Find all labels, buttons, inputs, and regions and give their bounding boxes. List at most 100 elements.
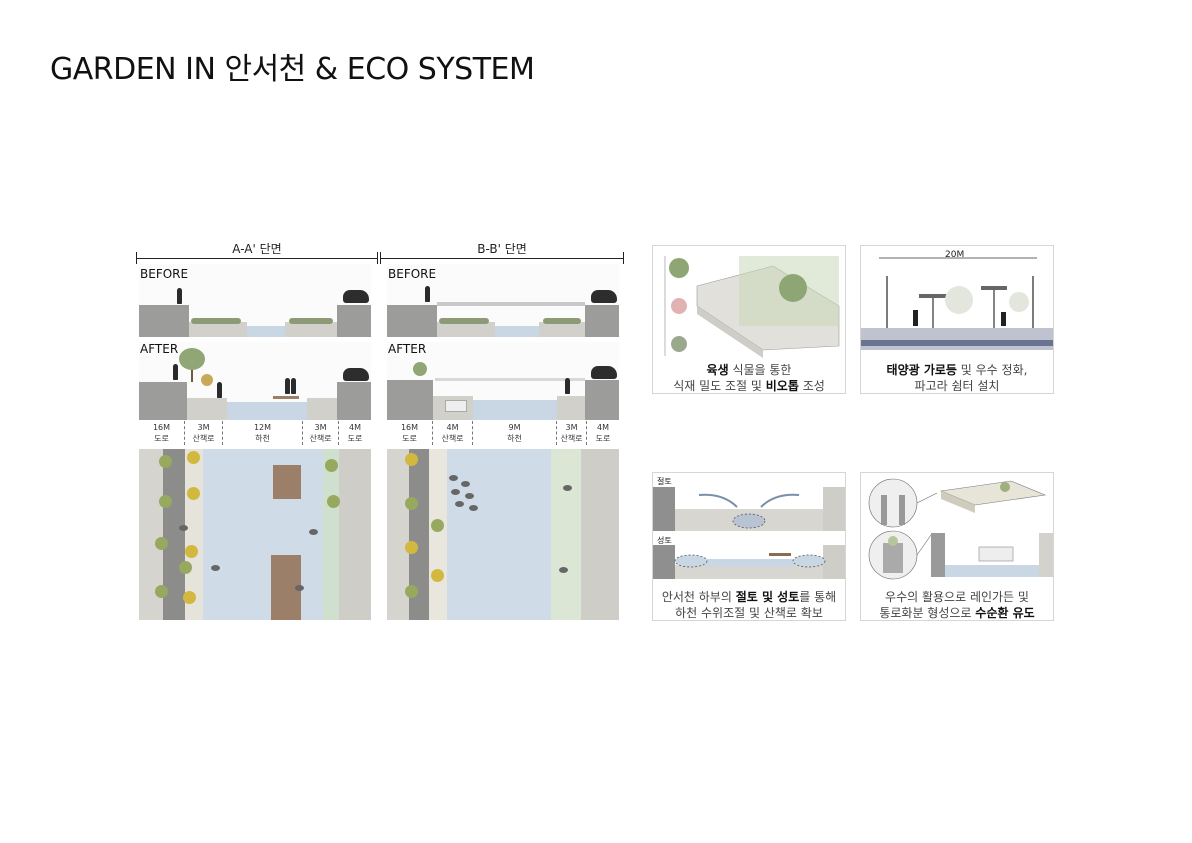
dim-name: 산책로 [560,434,583,443]
dim-width: 4M [446,423,459,432]
plant-marker [325,459,338,472]
plant-marker [405,453,418,466]
car-silhouette [591,290,617,303]
rain-caption: 우수의 활용으로 레인가든 및 통로화분 형성으로 수순환 유도 [861,589,1053,620]
arrow-icon [698,493,738,508]
detail-circle [868,478,918,528]
person-silhouette [285,378,290,394]
person-silhouette [173,364,178,380]
person-silhouette [425,286,430,302]
rain-illustration [868,478,1053,580]
fill-zone [674,554,708,568]
wall-left [653,487,675,531]
plant-icon [1000,482,1010,492]
solar-card: 20M 태양광 가로등 및 우수 정화, 파고라 쉼터 설치 [860,245,1054,394]
walkway-strip [429,449,447,620]
ground-fill [675,565,823,579]
section-b-label: B-B' 단면 [477,242,527,256]
river [247,326,285,337]
person-silhouette [177,288,182,304]
car-silhouette [343,368,369,381]
caption-bold: 절토 및 성토 [735,590,800,604]
tree-icon [413,362,427,376]
caption-text: 식재 밀도 조절 및 [673,379,766,393]
vegetation-illustration [664,256,840,358]
plant-marker [155,537,168,550]
plant-marker [431,519,444,532]
dim-width: 16M [152,423,171,432]
dim-name: 도로 [154,434,169,443]
tree-icon [1009,292,1029,312]
dim-name: 산책로 [309,434,332,443]
road-strip [581,449,619,620]
person-silhouette [913,310,918,326]
dim-width: 3M [314,423,327,432]
vegetation-caption: 육생 식물을 통한 식재 밀도 조절 및 비오톱 조성 [653,362,845,393]
page-title: GARDEN IN 안서천 & ECO SYSTEM [50,52,535,87]
walkway-strip [551,449,581,620]
river [227,402,307,420]
caption-bold: 태양광 가로등 [886,363,957,377]
bank-left [437,322,495,337]
caption-line-2: 식재 밀도 조절 및 비오톱 조성 [653,378,845,393]
arrow-icon [760,493,800,508]
cutfill-card: 절토 성토 안서천 하부의 절토 및 성토를 통해 하천 수위조절 및 산책로 … [652,472,846,621]
dim-width: 3M [197,423,210,432]
stepping-stone [469,505,478,511]
bank-right [285,322,337,337]
caption-text: 조성 [798,379,825,393]
caption-line-1: 태양광 가로등 및 우수 정화, [861,362,1053,378]
vegetation-card: 육생 식물을 통한 식재 밀도 조절 및 비오톱 조성 [652,245,846,394]
person-marker [295,585,304,591]
dim-name: 도로 [347,434,363,443]
plant-marker [155,585,168,598]
caption-text: 안서천 하부의 [661,590,736,604]
dim-name: 산책로 [192,434,215,443]
dimension-tick [623,252,624,264]
walkway-left [187,398,227,420]
caption-bold: 비오톱 [765,379,799,393]
section-a-before: BEFORE [139,264,371,337]
stepping-stone [451,489,460,495]
road-strip [163,449,185,620]
road-right [337,382,371,420]
dim-name: 도로 [595,434,611,443]
deck-platform [273,465,301,499]
caption-line-1: 육생 식물을 통한 [653,362,845,378]
person-silhouette [217,382,222,398]
bench [978,546,1014,562]
plant-marker [405,541,418,554]
road-left [387,305,437,337]
dim-width: 3M [565,423,578,432]
solar-illustration [861,257,1053,350]
stepping-stone [465,493,474,499]
before-label: BEFORE [140,267,189,281]
after-label: AFTER [140,342,179,356]
dim-name: 하천 [507,434,522,443]
cutfill-illustration [653,487,845,579]
dim-cell: 3M 산책로 [303,421,339,445]
dim-width: 16M [400,423,419,432]
plant-marker [185,545,198,558]
person-silhouette [565,378,570,394]
before-label: BEFORE [388,267,437,281]
car-silhouette [591,366,617,379]
bench [445,400,467,412]
tree-icon [945,286,973,314]
person-silhouette [1001,312,1006,326]
channel [945,565,1045,577]
walkway-right [557,396,585,420]
road-right [337,305,371,337]
section-a-header: A-A' 단면 [136,240,378,264]
fill-label: 성토 [657,536,672,545]
stepping-stone [455,501,464,507]
rain-card: 우수의 활용으로 레인가든 및 통로화분 형성으로 수순환 유도 [860,472,1054,621]
plant-icon [888,536,898,546]
walkway-right [307,398,337,420]
dimension-line [136,258,378,259]
section-b-after: AFTER [387,342,619,420]
caption-text: 를 통해 [799,590,837,604]
bank-left [189,322,247,337]
tree-icon [671,298,687,314]
